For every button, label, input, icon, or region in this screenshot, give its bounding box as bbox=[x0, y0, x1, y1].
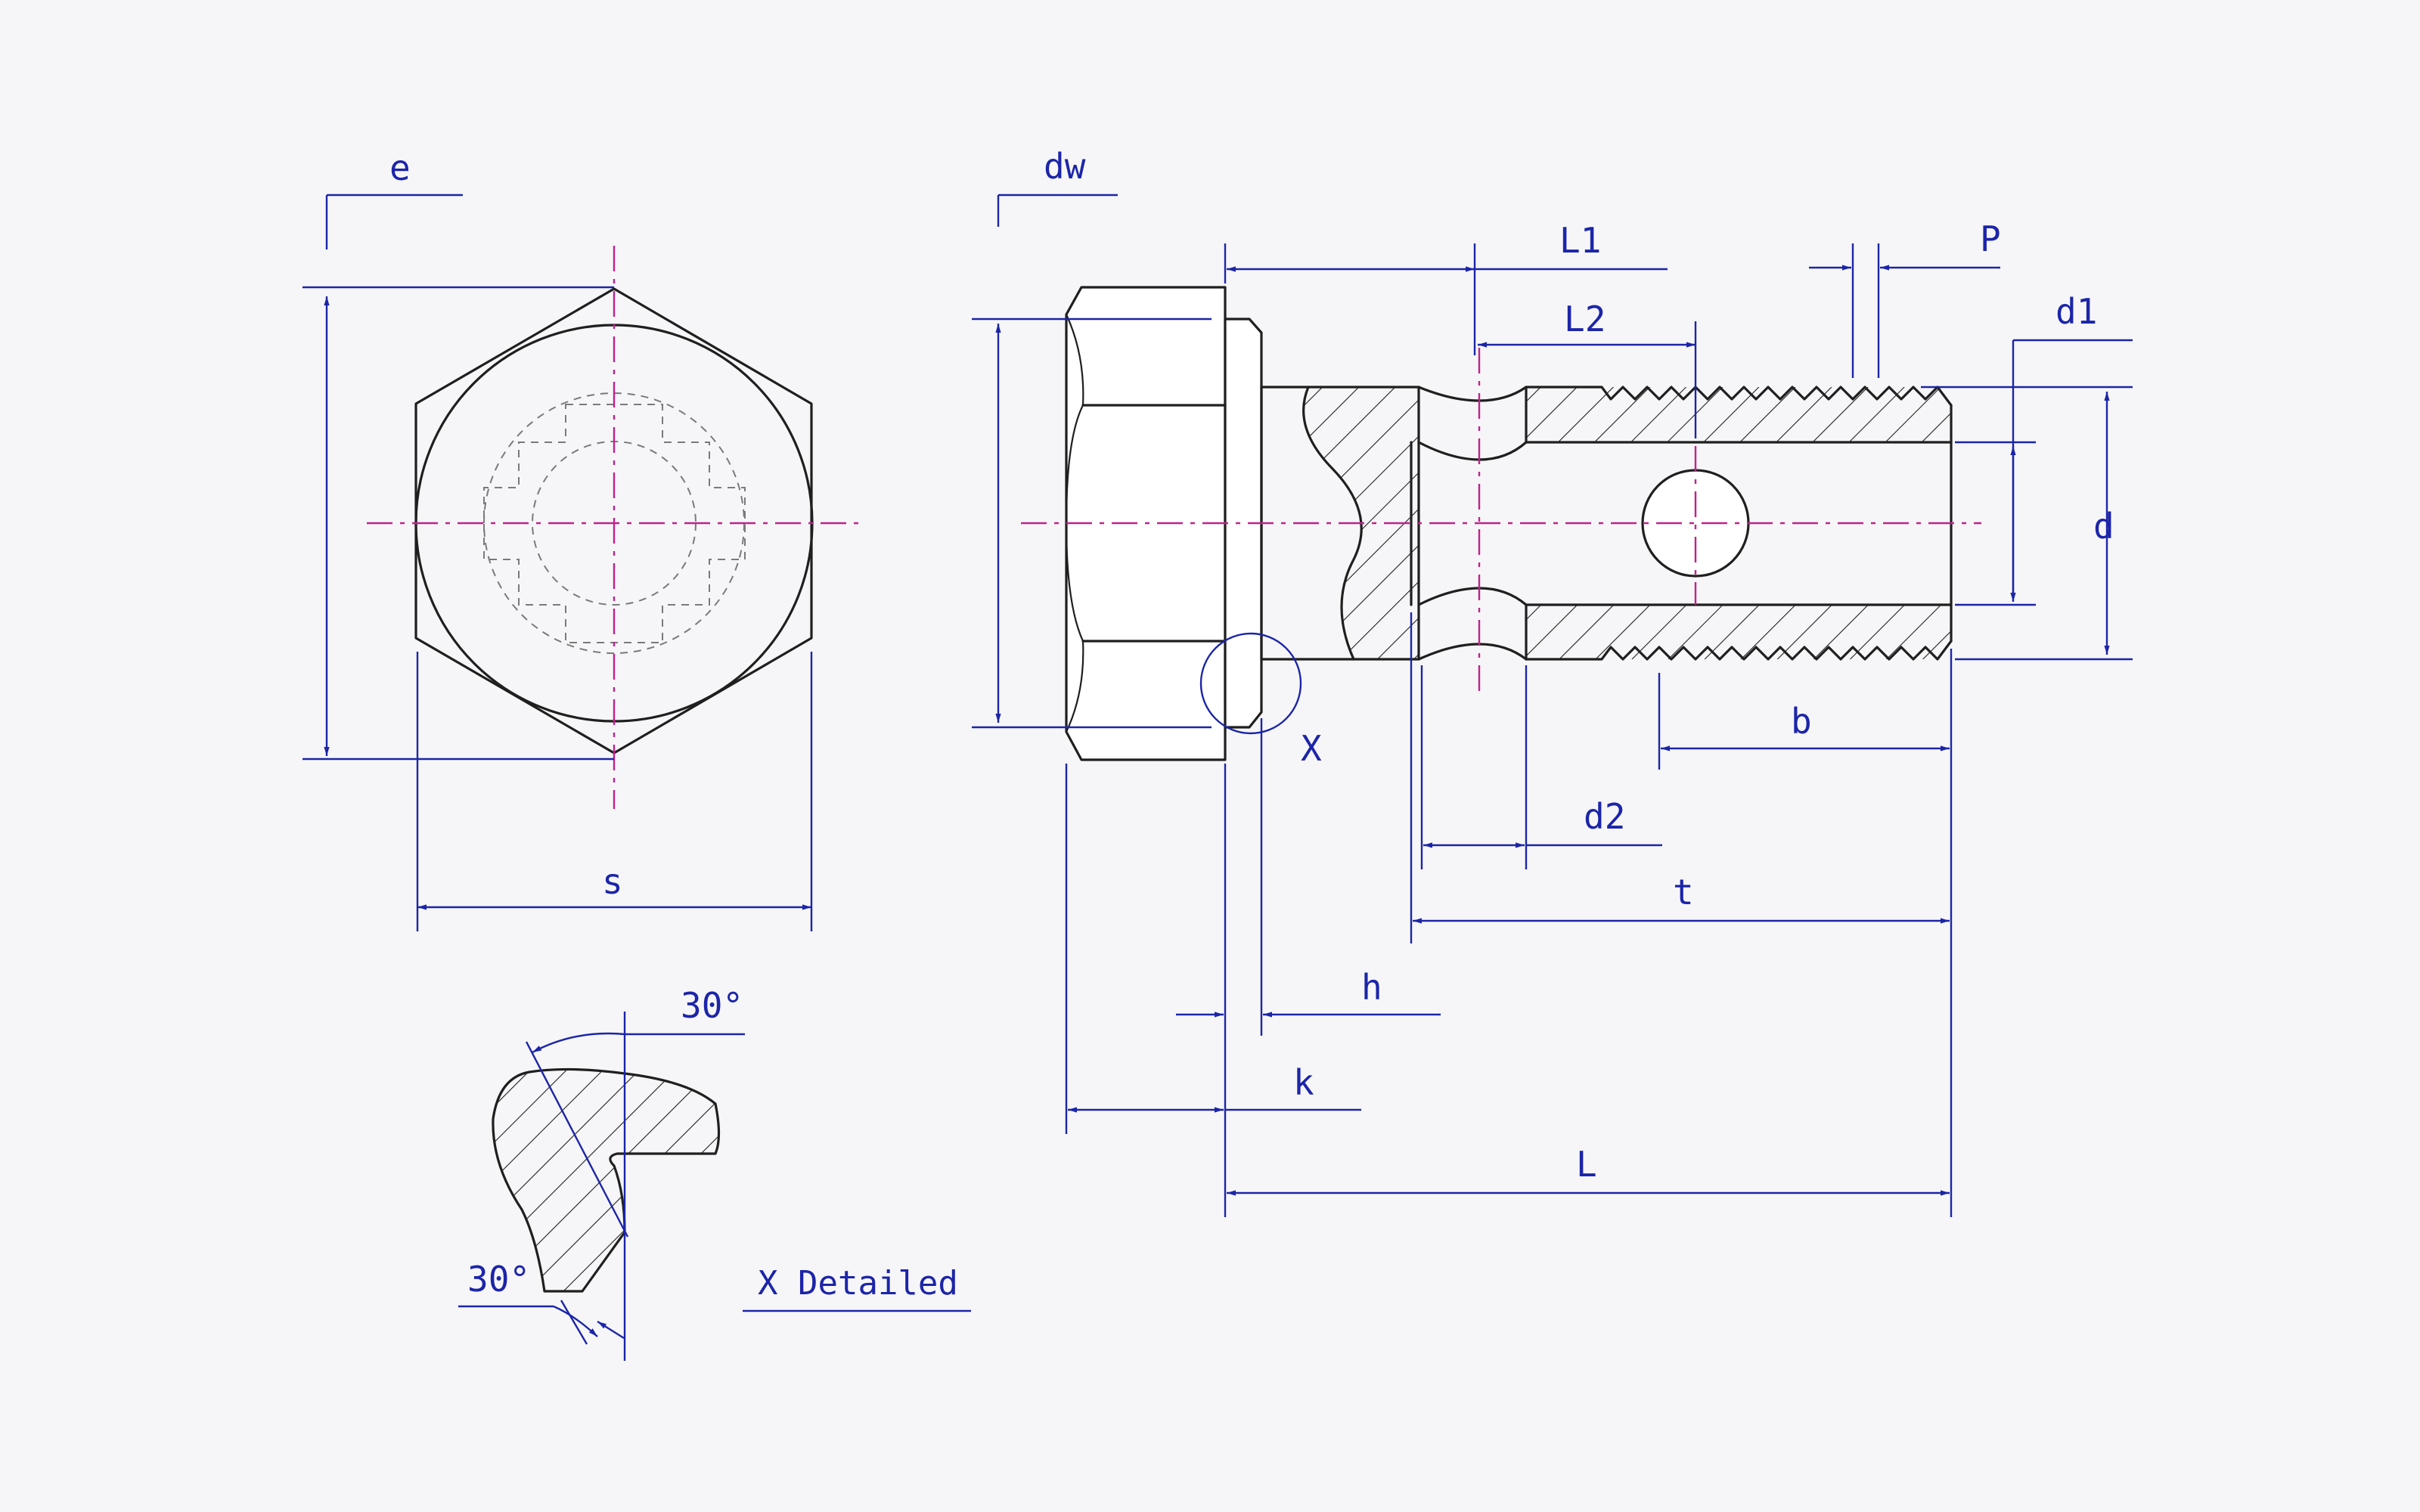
label-s: s bbox=[602, 861, 623, 902]
dimension-s: s bbox=[416, 652, 813, 931]
dimension-t: t bbox=[1410, 612, 1950, 943]
dimension-d2: d2 bbox=[1420, 665, 1662, 869]
label-d2: d2 bbox=[1584, 796, 1625, 837]
groove-lower bbox=[1417, 643, 1528, 661]
washer-collar bbox=[1224, 318, 1263, 729]
thread-lower bbox=[1525, 640, 1953, 661]
dimension-e: e bbox=[302, 147, 614, 761]
dimension-k: k bbox=[1065, 764, 1361, 1134]
dimension-L1: L1 bbox=[1224, 220, 1668, 355]
dimension-d1: d1 bbox=[1955, 291, 2133, 606]
hidden-cross-recess bbox=[483, 404, 746, 643]
label-k: k bbox=[1293, 1062, 1314, 1103]
label-b: b bbox=[1791, 701, 1812, 742]
front-view bbox=[367, 246, 866, 809]
dimension-d: d bbox=[1921, 386, 2133, 661]
dimension-dw: dw bbox=[972, 146, 1212, 729]
side-view: X bbox=[1021, 286, 1981, 769]
detail-x-profile bbox=[492, 1067, 721, 1293]
label-X: X bbox=[1301, 728, 1322, 769]
label-angle-bottom: 30° bbox=[467, 1259, 530, 1300]
dimension-h: h bbox=[1176, 718, 1441, 1217]
dimension-L: L bbox=[1227, 1144, 1950, 1196]
detail-x-view: 30° 30° X Detailed bbox=[458, 985, 971, 1361]
label-P: P bbox=[1980, 218, 2001, 259]
label-h: h bbox=[1361, 967, 1382, 1008]
label-e: e bbox=[389, 147, 411, 188]
label-dw: dw bbox=[1044, 146, 1086, 187]
detail-caption: X Detailed bbox=[758, 1264, 958, 1303]
label-d1: d1 bbox=[2055, 291, 2097, 332]
label-L: L bbox=[1576, 1144, 1597, 1185]
label-d: d bbox=[2093, 506, 2114, 547]
label-angle-top: 30° bbox=[681, 985, 743, 1026]
label-t: t bbox=[1673, 872, 1694, 912]
dimension-P: P bbox=[1809, 218, 2001, 378]
dimension-L2: L2 bbox=[1478, 299, 1697, 438]
thread-upper bbox=[1525, 386, 1953, 407]
dimension-b: b bbox=[1658, 649, 1953, 1217]
groove-upper bbox=[1417, 386, 1528, 402]
label-L2: L2 bbox=[1564, 299, 1606, 339]
detail-x-marker bbox=[1199, 632, 1302, 735]
label-L1: L1 bbox=[1559, 220, 1601, 261]
